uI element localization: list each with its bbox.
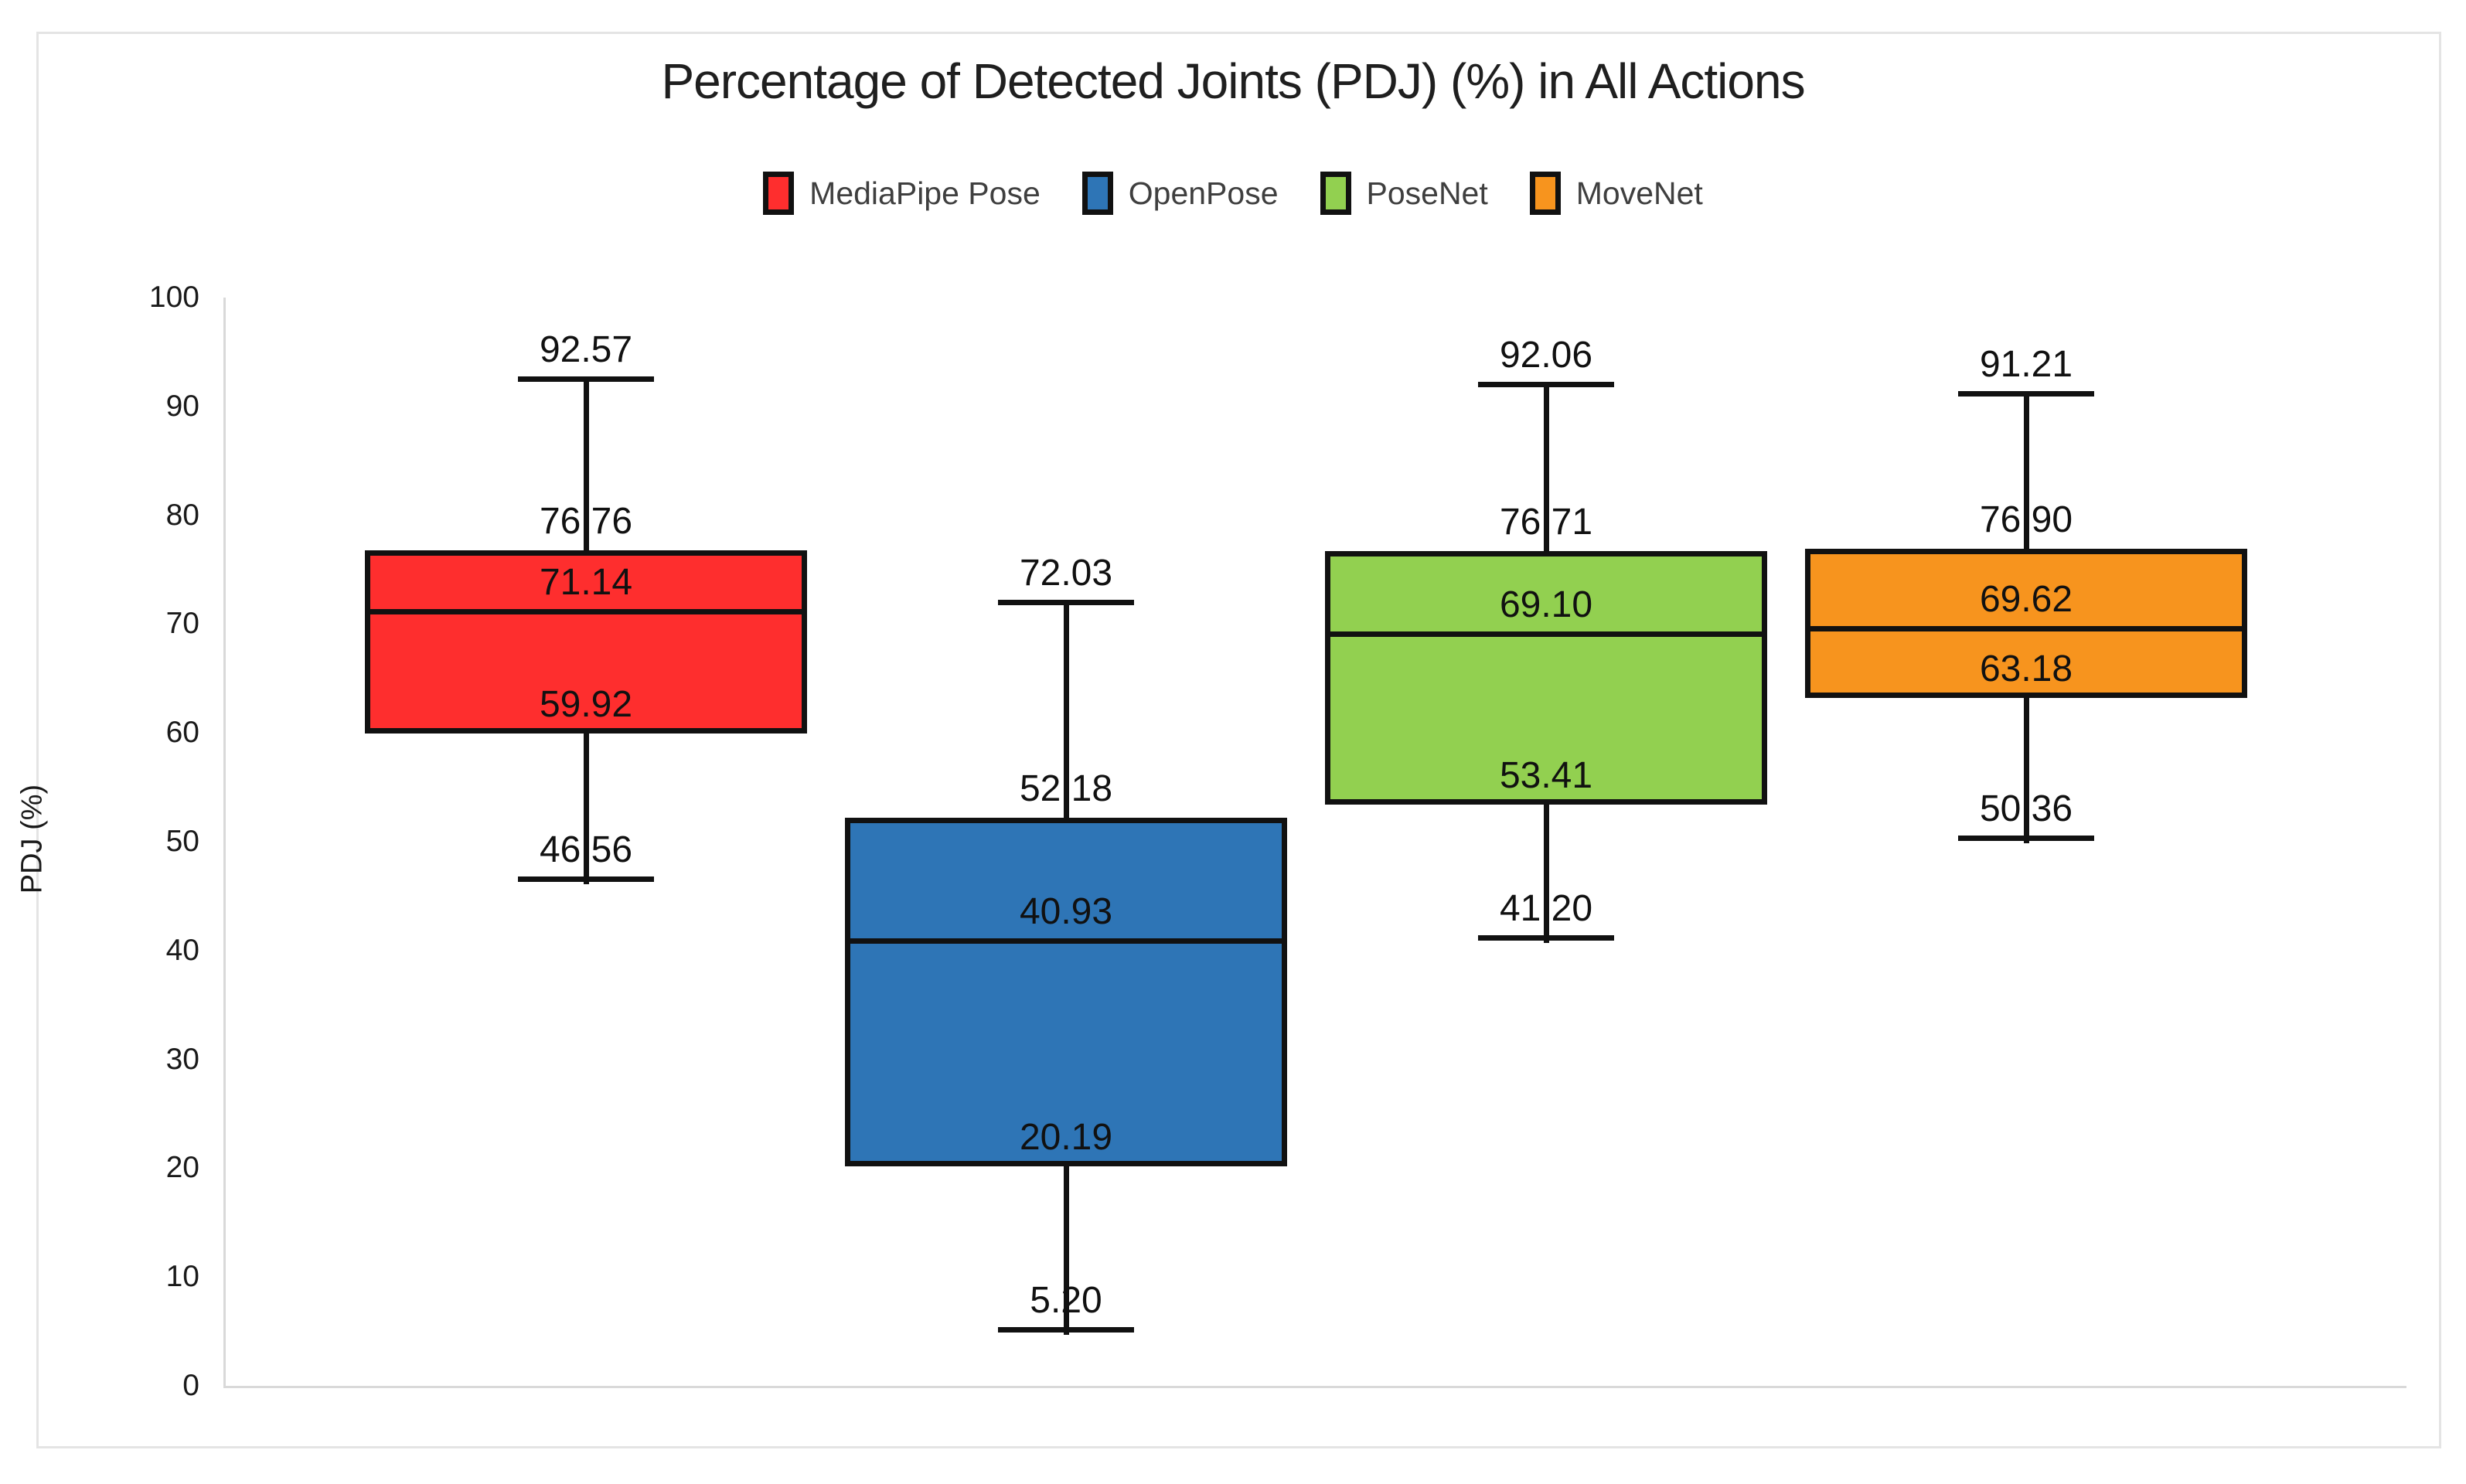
- lower-whisker-mediapipe-pose: [584, 733, 589, 885]
- min-whisker-cap-mediapipe-pose: [518, 876, 654, 883]
- y-tick-label: 30: [165, 1042, 199, 1076]
- q1-value-label: 59.92: [539, 684, 633, 726]
- legend-item-movenet: MoveNet: [1529, 172, 1703, 215]
- y-tick-label: 60: [165, 716, 199, 750]
- legend-swatch-icon: [1529, 172, 1561, 215]
- max-whisker-cap-movenet: [1958, 390, 2094, 397]
- legend-label: PoseNet: [1366, 175, 1488, 211]
- y-tick-label: 10: [165, 1260, 199, 1294]
- legend-item-mediapipe-pose: MediaPipe Pose: [763, 172, 1041, 215]
- y-tick-label: 90: [165, 389, 199, 423]
- lower-whisker-movenet: [2024, 698, 2029, 843]
- q1-value-label: 20.19: [1019, 1116, 1113, 1158]
- median-value-label: 40.93: [1019, 890, 1113, 932]
- min-whisker-cap-posenet: [1478, 934, 1614, 941]
- q1-value-label: 53.41: [1499, 755, 1593, 796]
- max-whisker-cap-mediapipe-pose: [518, 376, 654, 382]
- chart-border-frame: [36, 32, 2441, 1448]
- legend-item-posenet: PoseNet: [1320, 172, 1488, 215]
- median-line-openpose: [845, 938, 1287, 944]
- upper-whisker-posenet: [1544, 383, 1549, 551]
- lower-whisker-posenet: [1544, 804, 1549, 943]
- box-outline-mediapipe-pose: [365, 550, 807, 734]
- box-fill-movenet: [1805, 549, 2247, 699]
- box-outline-posenet: [1325, 550, 1767, 805]
- upper-whisker-movenet: [2024, 393, 2029, 550]
- legend-label: MoveNet: [1575, 175, 1703, 211]
- box-fill-posenet: [1325, 550, 1767, 805]
- legend-item-openpose: OpenPose: [1081, 172, 1279, 215]
- max-whisker-cap-openpose: [998, 599, 1134, 605]
- median-value-label: 69.62: [1979, 578, 2073, 620]
- max-value-label: 91.21: [1979, 343, 2073, 385]
- max-value-label: 92.06: [1499, 334, 1593, 376]
- lower-whisker-openpose: [1064, 1166, 1069, 1335]
- y-axis-line: [223, 298, 226, 1388]
- upper-whisker-openpose: [1064, 601, 1069, 819]
- chart-title: Percentage of Detected Joints (PDJ) (%) …: [661, 53, 1805, 109]
- legend-label: MediaPipe Pose: [809, 175, 1041, 211]
- x-axis-line: [223, 1386, 2406, 1388]
- y-tick-label: 50: [165, 825, 199, 858]
- y-tick-label: 70: [165, 607, 199, 641]
- legend-label: OpenPose: [1128, 175, 1279, 211]
- q1-value-label: 63.18: [1979, 648, 2073, 690]
- max-value-label: 92.57: [539, 328, 633, 370]
- min-whisker-cap-movenet: [1958, 835, 2094, 841]
- max-whisker-cap-posenet: [1478, 381, 1614, 387]
- y-tick-label: 40: [165, 933, 199, 967]
- box-fill-mediapipe-pose: [365, 550, 807, 734]
- min-whisker-cap-openpose: [998, 1326, 1134, 1333]
- median-line-posenet: [1325, 631, 1767, 638]
- median-value-label: 71.14: [539, 562, 633, 604]
- legend-swatch-icon: [1320, 172, 1351, 215]
- median-value-label: 69.10: [1499, 584, 1593, 626]
- legend: MediaPipe Pose OpenPose PoseNet MoveNet: [0, 172, 2466, 215]
- median-line-movenet: [1805, 625, 2247, 631]
- box-outline-openpose: [845, 818, 1287, 1166]
- y-tick-label: 20: [165, 1151, 199, 1185]
- y-tick-label: 100: [148, 281, 199, 314]
- max-value-label: 72.03: [1019, 552, 1113, 594]
- upper-whisker-mediapipe-pose: [584, 378, 589, 551]
- legend-swatch-icon: [1081, 172, 1113, 215]
- legend-swatch-icon: [763, 172, 795, 215]
- box-outline-movenet: [1805, 549, 2247, 699]
- box-fill-openpose: [845, 818, 1287, 1166]
- y-tick-label: 0: [182, 1369, 199, 1402]
- y-tick-label: 80: [165, 498, 199, 532]
- median-line-mediapipe-pose: [365, 609, 807, 615]
- y-axis-title: PDJ (%): [15, 784, 49, 894]
